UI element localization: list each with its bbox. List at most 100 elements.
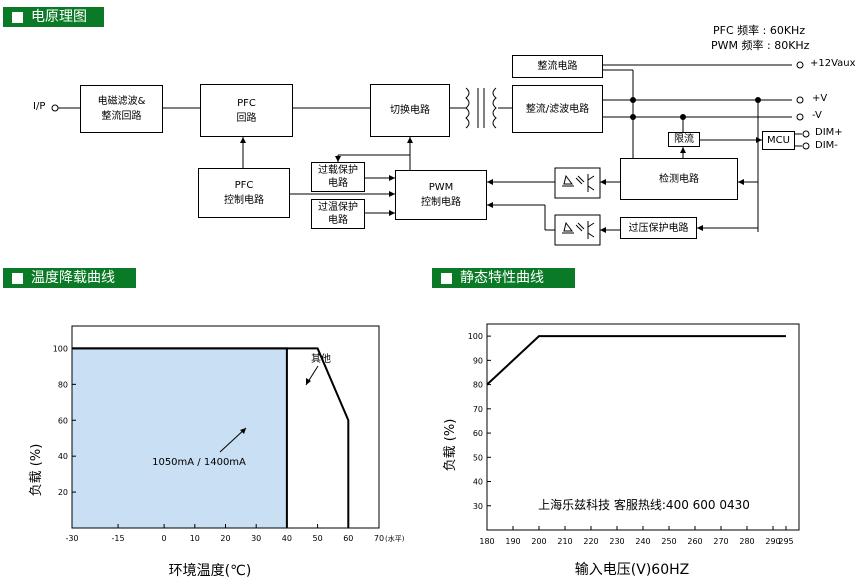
pfc-control-block: PFC 控制电路: [198, 168, 290, 218]
pfc-frequency-note: PFC 频率 : 60KHz: [713, 24, 806, 37]
shaded-area: [72, 348, 287, 528]
y-axis-label: 负载 (%): [443, 419, 458, 472]
current-limit-block: 限流: [668, 132, 700, 147]
x-tick-label: -30: [65, 534, 78, 543]
detection-block: 检测电路: [620, 158, 738, 200]
y-axis-label: 负载 (%): [29, 444, 44, 497]
square-icon: [12, 11, 23, 23]
block-label: 整流电路: [537, 61, 578, 72]
block-label: 限流: [674, 134, 694, 145]
x-tick-label: 210: [557, 537, 572, 546]
y-tick-label: 40: [473, 478, 483, 487]
x-tick-label: 220: [583, 537, 598, 546]
x-tick-label: 180: [479, 537, 494, 546]
x-tick-label: 60: [343, 534, 353, 543]
pwm-frequency-note: PWM 频率 : 80KHz: [711, 39, 810, 52]
x-axis-label: 环境温度(℃): [169, 563, 252, 579]
y-tick-label: 50: [473, 453, 483, 462]
annotation-pointer: [305, 365, 319, 386]
input-label: I/P: [33, 101, 46, 112]
y-tick-label: 90: [473, 356, 483, 365]
x-tick-label: 0: [162, 534, 167, 543]
y-tick-label: 100: [468, 332, 483, 341]
y-tick-label: 70: [473, 405, 483, 414]
plot-frame: [486, 323, 800, 531]
y-tick-label: 30: [473, 502, 483, 511]
series-line-1: [486, 335, 786, 386]
overload-protection-block: 过载保护 电路: [311, 162, 365, 192]
vminus-output-label: -V: [812, 110, 822, 121]
x-axis-label: 输入电压(V)60HZ: [575, 562, 689, 578]
x-tick-label: 70: [374, 534, 384, 543]
square-icon: [12, 272, 23, 284]
x-tick-label: 200: [531, 537, 546, 546]
annotation-arrowhead: [240, 428, 246, 434]
block-label: 控制电路: [224, 195, 264, 206]
x-tick-label: 10: [190, 534, 200, 543]
x-tick-label: 230: [609, 537, 624, 546]
block-label: 过温保护: [318, 202, 358, 213]
series-line-1: [72, 347, 288, 528]
y-tick-label: 20: [58, 488, 68, 497]
x-tick-label: 40: [282, 534, 292, 543]
watermark-hotline: 上海乐兹科技 客服热线:400 600 0430: [538, 497, 750, 512]
dim-plus-label: DIM+: [815, 127, 843, 138]
x-tick-label: 240: [635, 537, 650, 546]
x-tick-label: 295: [778, 537, 793, 546]
aux-output-label: +12Vaux: [810, 58, 856, 69]
series-line-2: [72, 347, 350, 528]
block-label: 切换电路: [390, 105, 430, 116]
header-text: 静态特性曲线: [460, 270, 544, 286]
over-temp-protection-block: 过温保护 电路: [311, 199, 365, 229]
block-label: 电路: [328, 215, 348, 226]
block-label: 整流回路: [101, 111, 142, 122]
block-label: 整流/滤波电路: [525, 103, 590, 115]
ovp-block: 过压保护电路: [620, 217, 697, 239]
annotation-arrowhead: [306, 378, 311, 385]
block-label: MCU: [767, 135, 790, 146]
x-tick-label: 190: [505, 537, 520, 546]
block-label: 电磁滤波&: [97, 96, 146, 107]
rectifier-filter-block: 整流/滤波电路: [512, 85, 603, 133]
y-tick-label: 80: [58, 380, 68, 389]
y-tick-label: 60: [473, 429, 483, 438]
x-tick-label: 270: [713, 537, 728, 546]
x-tick-label: 250: [661, 537, 676, 546]
section-header-static: 静态特性曲线: [432, 268, 575, 288]
header-text: 温度降载曲线: [31, 270, 115, 286]
block-label: 回路: [236, 112, 257, 124]
x-tick-label: -15: [112, 534, 125, 543]
header-text: 电原理图: [31, 9, 87, 25]
block-label: 电路: [328, 178, 348, 189]
schematic-wiring: [51, 61, 810, 246]
vplus-output-label: +V: [812, 93, 828, 104]
square-icon: [441, 272, 452, 284]
y-tick-label: 100: [53, 344, 68, 353]
x-tick-label: 50: [313, 534, 323, 543]
y-tick-label: 40: [58, 452, 68, 461]
block-label: PFC: [237, 97, 256, 109]
y-tick-label: 60: [58, 416, 68, 425]
section-header-derating: 温度降载曲线: [3, 268, 136, 288]
block-label: PWM: [428, 182, 454, 193]
switching-block: 切换电路: [370, 84, 450, 137]
plot-frame: [71, 325, 380, 529]
block-label: PFC: [234, 180, 254, 191]
x-tick-label: 290: [765, 537, 780, 546]
x-tick-label: 260: [687, 537, 702, 546]
x-tick-label: 280: [739, 537, 754, 546]
x-tick-label: 30: [251, 534, 261, 543]
mcu-block: MCU: [762, 131, 795, 150]
annotation-other: 其他: [311, 352, 331, 365]
y-tick-label: 80: [473, 381, 483, 390]
annotation-pointer: [219, 427, 247, 453]
block-label: 过载保护: [318, 165, 358, 176]
block-label: 过压保护电路: [628, 222, 689, 234]
emi-filter-block: 电磁滤波& 整流回路: [80, 85, 163, 133]
rectifier-top-block: 整流电路: [512, 55, 603, 78]
section-header-schematic: 电原理图: [3, 7, 104, 27]
dim-minus-label: DIM-: [815, 140, 838, 151]
block-label: 控制电路: [421, 197, 461, 208]
annotation-1050ma: 1050mA / 1400mA: [152, 457, 246, 468]
x-unit-note: (水平): [385, 534, 405, 543]
